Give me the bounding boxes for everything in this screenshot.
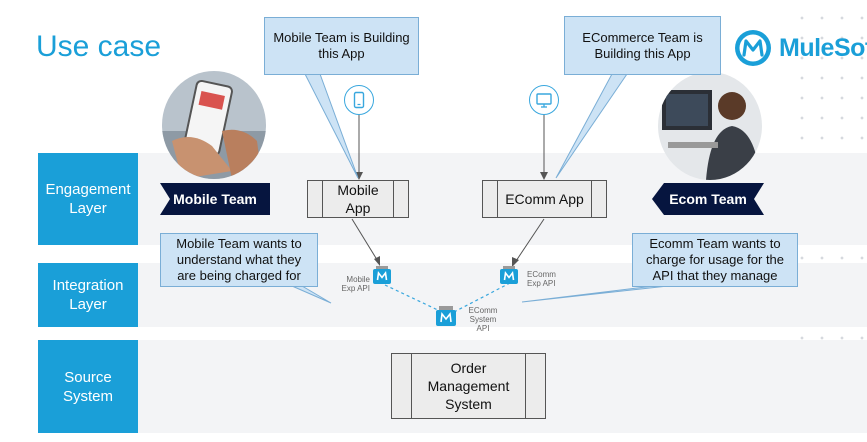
mobile-exp-api-label: Mobile Exp API bbox=[341, 275, 370, 293]
ecomm-app-box: EComm App bbox=[482, 180, 607, 218]
callout-mobile-wants: Mobile Team wants to understand what the… bbox=[160, 233, 318, 287]
ecomm-system-api-icon bbox=[436, 306, 456, 331]
callout-ecomm-wants: Ecomm Team wants to charge for usage for… bbox=[632, 233, 798, 287]
ecomm-app-label: EComm App bbox=[505, 191, 584, 207]
ecom-team-photo bbox=[658, 72, 762, 180]
mulesoft-logo: MuleSoft bbox=[733, 28, 867, 68]
order-management-system-label: Order Management System bbox=[427, 360, 510, 412]
layer-label-engagement: Engagement Layer bbox=[38, 153, 138, 245]
order-management-system-box: Order Management System bbox=[391, 353, 546, 419]
ecomm-system-api-label: EComm System API bbox=[468, 306, 498, 333]
mobile-exp-api-icon bbox=[373, 266, 391, 289]
smartphone-icon bbox=[344, 85, 374, 115]
callout-ecommerce-building: ECommerce Team is Building this App bbox=[564, 16, 721, 75]
callout-mobile-building: Mobile Team is Building this App bbox=[264, 17, 419, 75]
mobile-team-label: Mobile Team bbox=[160, 183, 270, 215]
mulesoft-logo-icon bbox=[735, 30, 771, 66]
page-title: Use case bbox=[36, 30, 162, 63]
layer-label-integration: Integration Layer bbox=[38, 263, 138, 327]
layer-label-source: Source System bbox=[38, 340, 138, 433]
desktop-icon bbox=[529, 85, 559, 115]
ecom-team-label: Ecom Team bbox=[652, 183, 764, 215]
ecomm-exp-api-label: EComm Exp API bbox=[527, 270, 556, 288]
mobile-app-label: Mobile App bbox=[337, 182, 379, 216]
mobile-app-box: Mobile App bbox=[307, 180, 409, 218]
mulesoft-logo-text: MuleSoft bbox=[779, 33, 867, 62]
ecomm-exp-api-icon bbox=[500, 266, 518, 289]
